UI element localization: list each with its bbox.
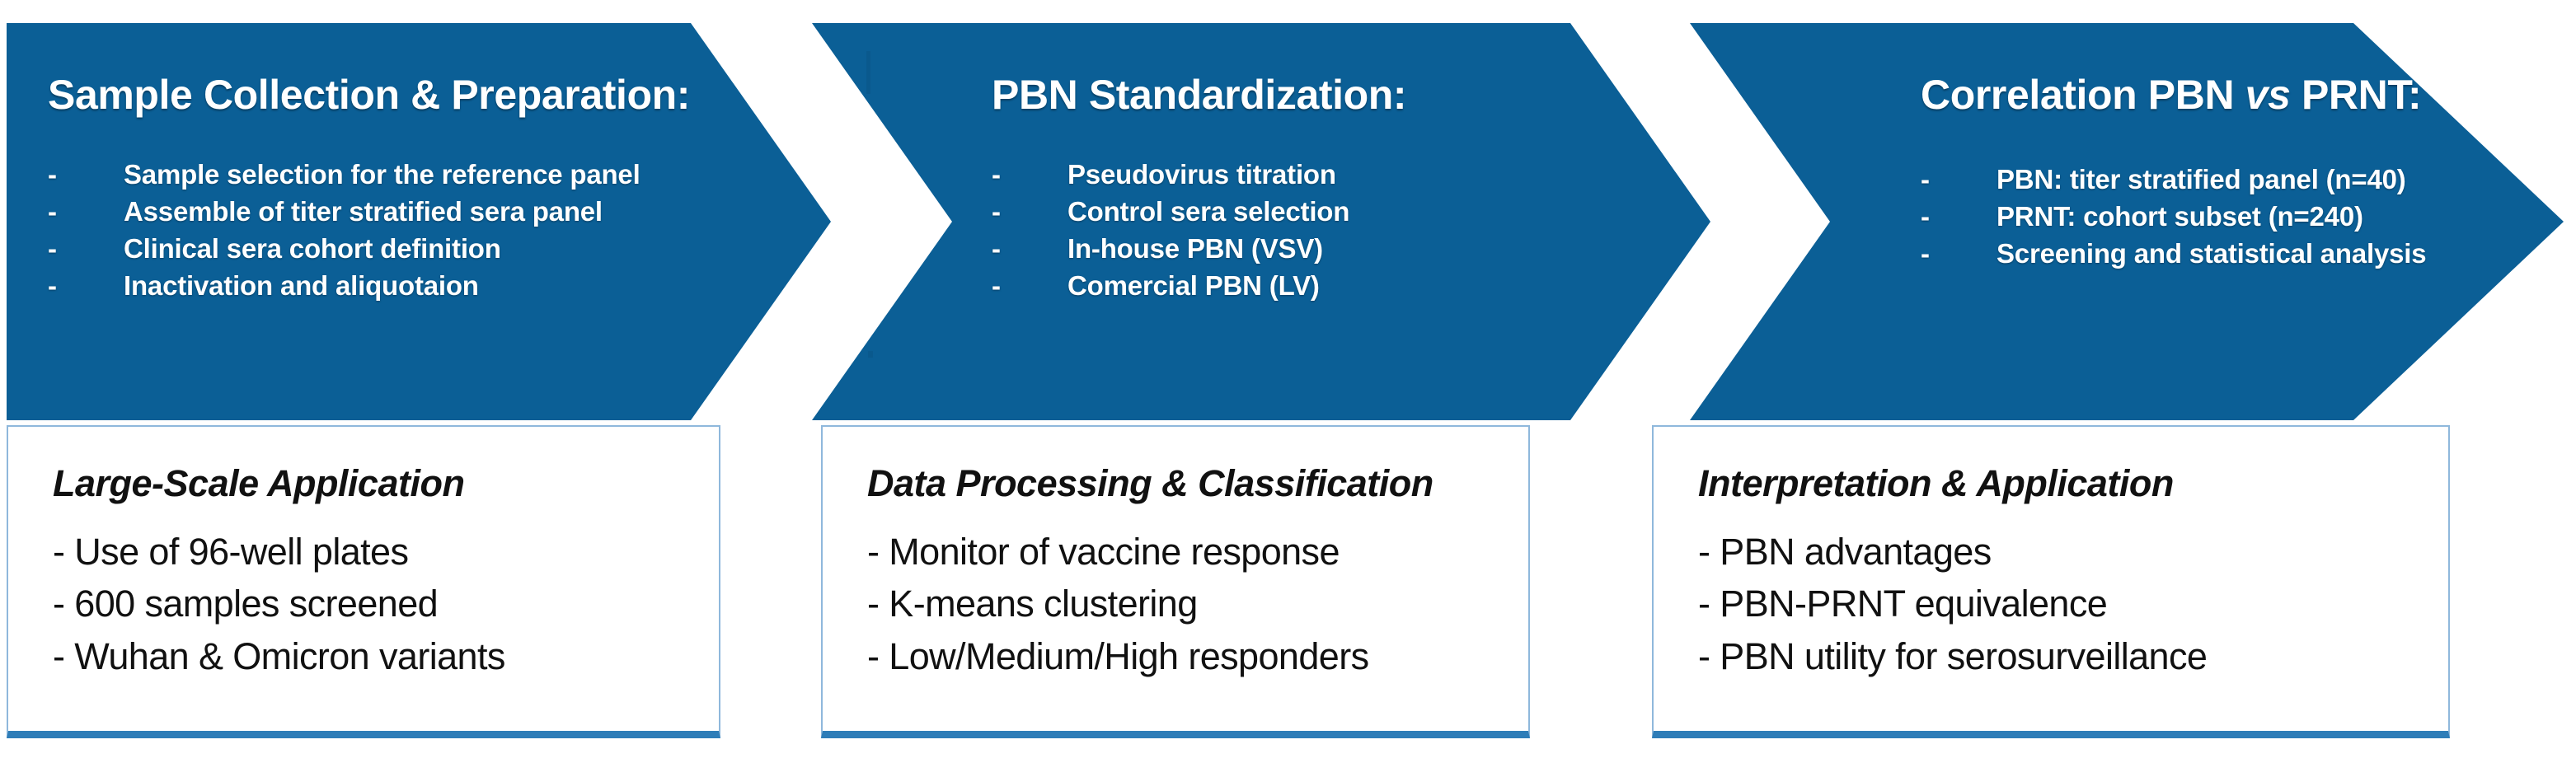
bullet-text: PBN: titer stratified panel (n=40) [1997,164,2406,194]
chevron-1-bullet-4: - Inactivation and aliquotaion [48,268,831,305]
bullet-text: Pseudovirus titration [1067,159,1336,190]
dash-marker-icon: - [48,232,57,264]
card-2-list: - Monitor of vaccine response - K-means … [867,526,1528,684]
residual-mark [866,51,870,94]
chevron-1-bullet-list: - Sample selection for the reference pan… [48,157,831,305]
detail-card-2: Data Processing & Classification - Monit… [821,425,1530,738]
card-2-item-2: - K-means clustering [867,583,1198,625]
chevron-3-title-pre: Correlation PBN [1921,72,2245,118]
bullet-text: In-house PBN (VSV) [1067,232,1323,264]
dash-marker-icon: - [992,232,1001,264]
card-1-item-2: - 600 samples screened [53,583,439,625]
chevron-1-bullet-3: - Clinical sera cohort definition [48,231,831,268]
residual-mark [868,186,873,193]
bullet-text: Assemble of titer stratified sera panel [124,195,603,227]
chevron-2-bullet-list: - Pseudovirus titration - Control sera s… [992,157,1710,305]
dash-marker-icon: - [992,159,1001,190]
chevron-2-bullet-4: - Comercial PBN (LV) [992,268,1710,305]
dash-marker-icon: - [48,159,57,190]
chevron-1-title: Sample Collection & Preparation: [48,72,691,118]
residual-mark [868,269,873,275]
bullet-text: Control sera selection [1067,195,1350,227]
detail-card-3: Interpretation & Application - PBN advan… [1652,425,2450,738]
card-3-heading: Interpretation & Application [1698,462,2174,504]
bullet-text: Screening and statistical analysis [1997,237,2427,269]
process-chevron-1: Sample Collection & Preparation: - Sampl… [7,23,831,420]
dash-marker-icon: - [992,195,1001,227]
chevron-3-bullet-1: - PBN: titer stratified panel (n=40) [1921,161,2564,199]
chevron-2-bullet-2: - Control sera selection [992,194,1710,231]
chevron-1-bullet-2: - Assemble of titer stratified sera pane… [48,194,831,231]
chevron-1-bullet-1: - Sample selection for the reference pan… [48,157,831,194]
chevron-3-title-post: PRNT: [2290,72,2422,118]
dash-marker-icon: - [992,269,1001,301]
bullet-text: PRNT: cohort subset (n=240) [1997,200,2363,232]
chevron-3-bullet-list: - PBN: titer stratified panel (n=40) - P… [1921,161,2564,273]
dash-marker-icon: - [1921,200,1930,232]
card-1-item-1: - Use of 96-well plates [53,530,409,573]
chevron-3-bullet-2: - PRNT: cohort subset (n=240) [1921,199,2564,236]
card-2-item-1: - Monitor of vaccine response [867,530,1340,573]
card-1-heading: Large-Scale Application [53,462,465,504]
bullet-text: Inactivation and aliquotaion [124,269,479,301]
bullet-text: Sample selection for the reference panel [124,159,640,190]
chevron-3-title: Correlation PBN vs PRNT: [1921,74,2564,115]
chevron-2-bullet-1: - Pseudovirus titration [992,157,1710,194]
chevron-2-bullet-3: - In-house PBN (VSV) [992,231,1710,268]
chevron-2-title: PBN Standardization: [992,72,1407,118]
card-1-list: - Use of 96-well plates - 600 samples sc… [53,526,719,684]
dash-marker-icon: - [48,269,57,301]
process-chevron-2: PBN Standardization: - Pseudovirus titra… [812,23,1710,420]
bullet-text: Clinical sera cohort definition [124,232,501,264]
bullet-text: Comercial PBN (LV) [1067,269,1320,301]
dash-marker-icon: - [48,195,57,227]
chevron-3-bullet-3: - Screening and statistical analysis [1921,236,2564,273]
card-3-list: - PBN advantages - PBN-PRNT equivalence … [1698,526,2448,684]
card-2-heading: Data Processing & Classification [867,462,1433,504]
card-2-item-3: - Low/Medium/High responders [867,635,1369,678]
card-1-item-3: - Wuhan & Omicron variants [53,635,505,678]
dash-marker-icon: - [1921,237,1930,269]
card-3-item-1: - PBN advantages [1698,530,1992,573]
card-3-item-3: - PBN utility for serosurveillance [1698,635,2208,678]
detail-card-1: Large-Scale Application - Use of 96-well… [7,425,720,738]
chevron-3-title-emphasis: vs [2245,72,2291,118]
card-3-item-2: - PBN-PRNT equivalence [1698,583,2108,625]
residual-mark [868,351,873,358]
dash-marker-icon: - [1921,164,1930,194]
process-chevron-3: Correlation PBN vs PRNT: - PBN: titer st… [1690,23,2564,420]
